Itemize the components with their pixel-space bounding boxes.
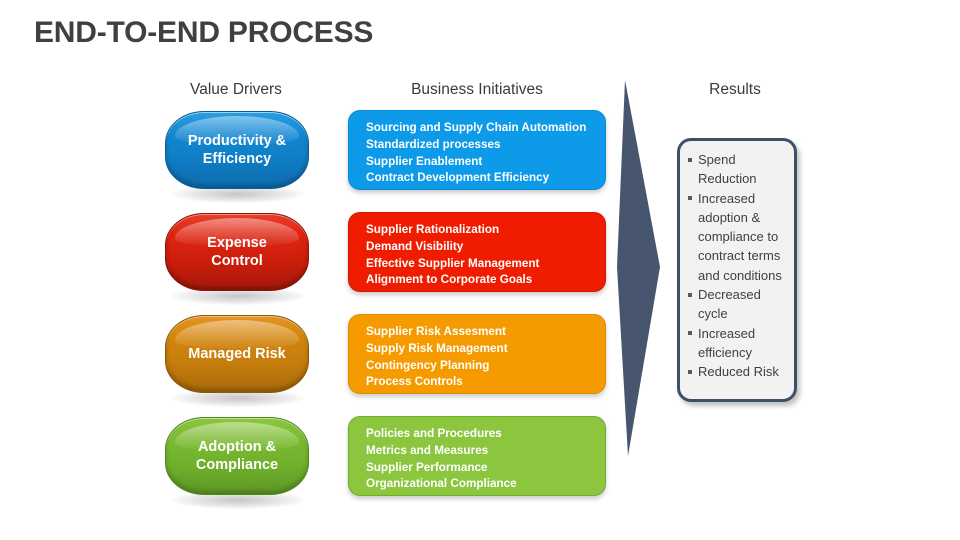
result-text: Increased efficiency: [698, 325, 756, 360]
list-item: Decreased cycle: [688, 285, 788, 324]
result-text: Increased adoption & compliance to contr…: [698, 190, 782, 283]
list-item: Increased adoption & compliance to contr…: [688, 189, 788, 285]
initiative-item: Supplier Enablement: [366, 154, 483, 168]
column-heading-business-initiatives: Business Initiatives: [411, 81, 543, 98]
initiative-item: Supply Risk Management: [366, 341, 508, 355]
list-item: Reduced Risk: [688, 362, 788, 381]
page-title: END-TO-END PROCESS: [34, 16, 374, 49]
list-item: Increased efficiency: [688, 324, 788, 363]
value-driver-managed-risk[interactable]: Managed Risk: [165, 315, 309, 393]
initiatives-box-adoption-compliance[interactable]: Policies and Procedures Metrics and Meas…: [348, 416, 606, 496]
square-bullet-icon: [688, 331, 692, 336]
initiative-item: Supplier Performance: [366, 460, 488, 474]
value-driver-label-line2: Efficiency: [202, 151, 272, 167]
initiative-item: Metrics and Measures: [366, 443, 489, 457]
list-item: Spend Reduction: [688, 150, 788, 189]
initiative-item: Process Controls: [366, 375, 463, 389]
value-driver-label-line1: Adoption &: [197, 438, 277, 455]
value-driver-label-line1: Managed Risk: [188, 345, 286, 362]
square-bullet-icon: [688, 292, 692, 297]
initiatives-box-managed-risk[interactable]: Supplier Risk Assesment Supply Risk Mana…: [348, 314, 606, 394]
initiative-item: Demand Visibility: [366, 239, 464, 253]
square-bullet-icon: [688, 157, 692, 162]
initiative-item: Supplier Rationalization: [366, 223, 500, 236]
column-heading-results: Results: [709, 81, 761, 98]
initiatives-box-expense-control[interactable]: Supplier Rationalization Demand Visibili…: [348, 212, 606, 292]
result-text: Reduced Risk: [698, 364, 779, 380]
result-text: Spend Reduction: [698, 152, 757, 187]
value-driver-label: Managed Risk: [180, 345, 294, 363]
initiative-item: Contract Development Efficiency: [366, 171, 550, 185]
initiative-item: Policies and Procedures: [366, 427, 502, 440]
initiative-item: Alignment to Corporate Goals: [366, 273, 533, 287]
value-driver-expense-control[interactable]: Expense Control: [165, 213, 309, 291]
initiative-item: Contingency Planning: [366, 358, 490, 372]
initiative-item: Supplier Risk Assesment: [366, 325, 506, 338]
value-driver-productivity-efficiency[interactable]: Productivity & Efficiency: [165, 111, 309, 189]
value-driver-label-line2: Compliance: [195, 457, 279, 473]
column-heading-value-drivers: Value Drivers: [190, 81, 282, 98]
initiatives-box-productivity-efficiency[interactable]: Sourcing and Supply Chain Automation Sta…: [348, 110, 606, 190]
value-driver-label: Expense Control: [199, 234, 275, 270]
initiative-item: Effective Supplier Management: [366, 256, 540, 270]
value-driver-label: Productivity & Efficiency: [180, 132, 294, 168]
initiative-item: Organizational Compliance: [366, 477, 517, 491]
initiative-item: Sourcing and Supply Chain Automation: [366, 121, 587, 134]
square-bullet-icon: [688, 196, 692, 201]
results-list: Spend Reduction Increased adoption & com…: [688, 150, 788, 382]
square-bullet-icon: [688, 369, 692, 374]
value-driver-label-line1: Expense: [207, 234, 267, 251]
value-driver-label: Adoption & Compliance: [188, 438, 286, 474]
right-pointing-arrow-icon: [617, 80, 660, 456]
value-driver-adoption-compliance[interactable]: Adoption & Compliance: [165, 417, 309, 495]
results-card[interactable]: Spend Reduction Increased adoption & com…: [677, 138, 797, 402]
right-pointing-arrow-container: [606, 70, 676, 470]
result-text: Decreased cycle: [698, 287, 761, 322]
value-driver-label-line1: Productivity &: [187, 132, 287, 149]
initiative-item: Standardized processes: [366, 137, 501, 151]
value-driver-label-line2: Control: [211, 253, 263, 269]
